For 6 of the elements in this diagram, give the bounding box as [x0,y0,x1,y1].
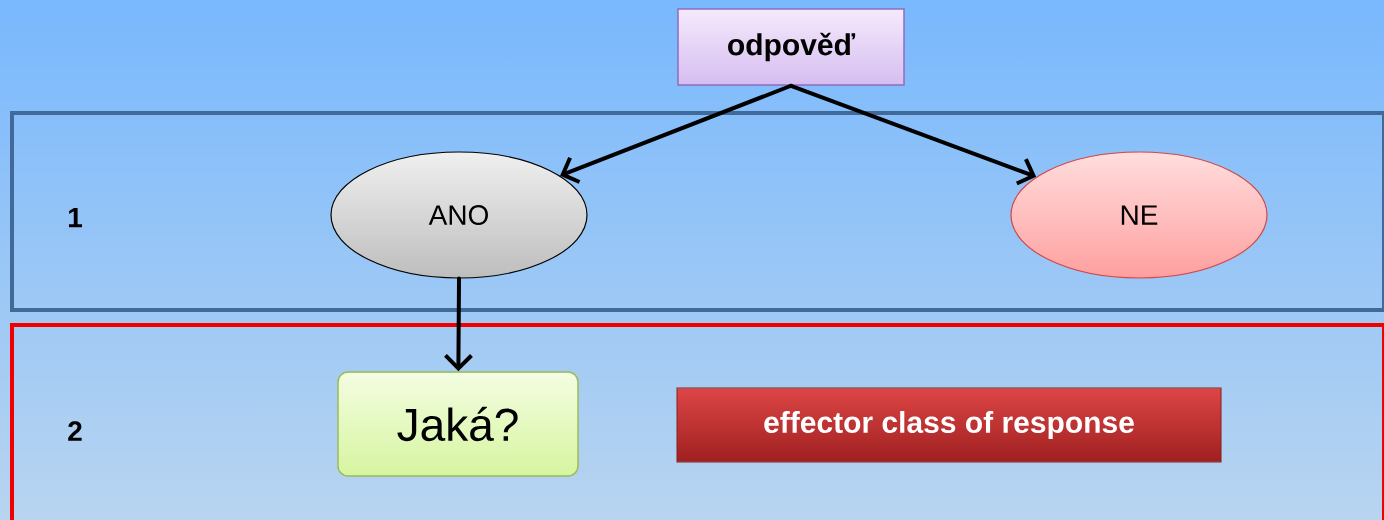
arrow [444,276,473,372]
label-box: odpověď [677,8,905,86]
arrow [789,83,1037,186]
question-box: Jaká? [337,371,579,477]
arrow [560,83,793,184]
class-box: effector class of response [676,387,1222,463]
